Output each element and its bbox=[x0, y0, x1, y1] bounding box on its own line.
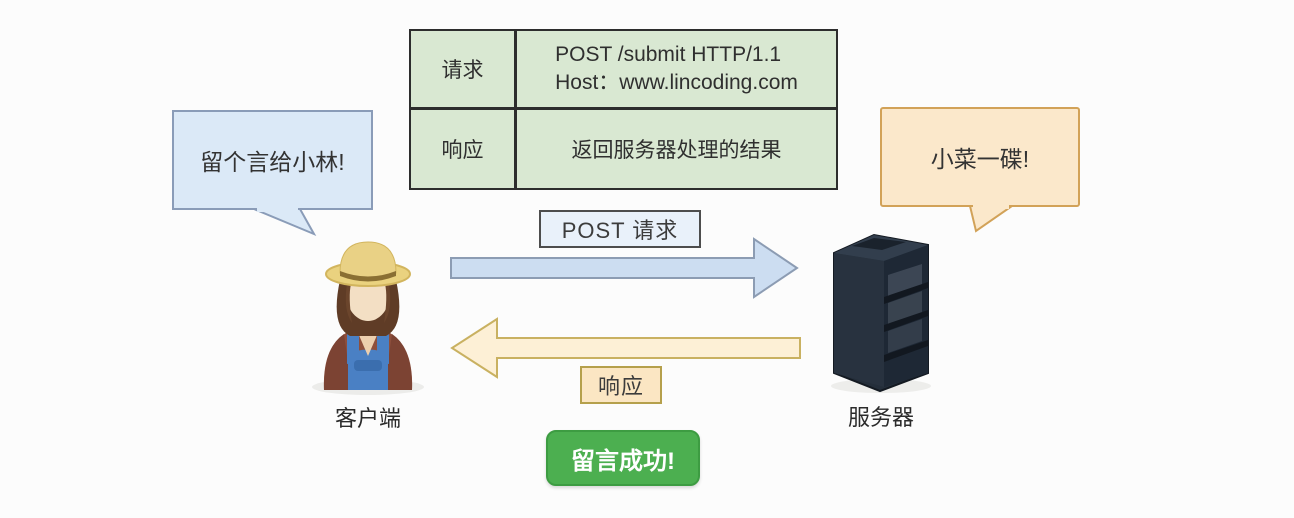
table-request-value: POST /submit HTTP/1.1 Host：www.lincoding… bbox=[517, 31, 836, 110]
server-speech-text: 小菜一碟! bbox=[930, 146, 1030, 172]
table-response-value: 返回服务器处理的结果 bbox=[517, 110, 836, 189]
table-response-label: 响应 bbox=[411, 109, 517, 188]
request-arrow bbox=[450, 237, 799, 299]
server-rack-icon bbox=[831, 233, 931, 393]
http-table: 请求 POST /submit HTTP/1.1 Host：www.lincod… bbox=[409, 29, 838, 190]
request-line-1: POST /submit HTTP/1.1 bbox=[555, 42, 782, 66]
server-speech-bubble: 小菜一碟! bbox=[880, 107, 1080, 207]
response-arrow-label-text: 响应 bbox=[597, 374, 644, 399]
response-arrow bbox=[450, 317, 801, 379]
client-speech-text: 留个言给小林! bbox=[200, 149, 345, 175]
message-success-text: 留言成功! bbox=[571, 447, 675, 475]
farmer-person-icon bbox=[312, 241, 424, 395]
client-label: 客户端 bbox=[334, 406, 401, 431]
client-bubble-tail bbox=[253, 207, 317, 237]
table-request-label: 请求 bbox=[411, 31, 517, 110]
server-label: 服务器 bbox=[847, 405, 914, 430]
request-line-2: Host：www.lincoding.com bbox=[555, 70, 798, 94]
message-success-badge: 留言成功! bbox=[546, 430, 700, 486]
request-arrow-label: POST 请求 bbox=[539, 210, 701, 248]
request-arrow-label-text: POST 请求 bbox=[561, 218, 679, 243]
client-speech-bubble: 留个言给小林! bbox=[172, 110, 373, 210]
server-bubble-tail bbox=[968, 204, 1016, 233]
response-line-1: 返回服务器处理的结果 bbox=[571, 138, 782, 162]
response-arrow-label: 响应 bbox=[580, 366, 662, 404]
